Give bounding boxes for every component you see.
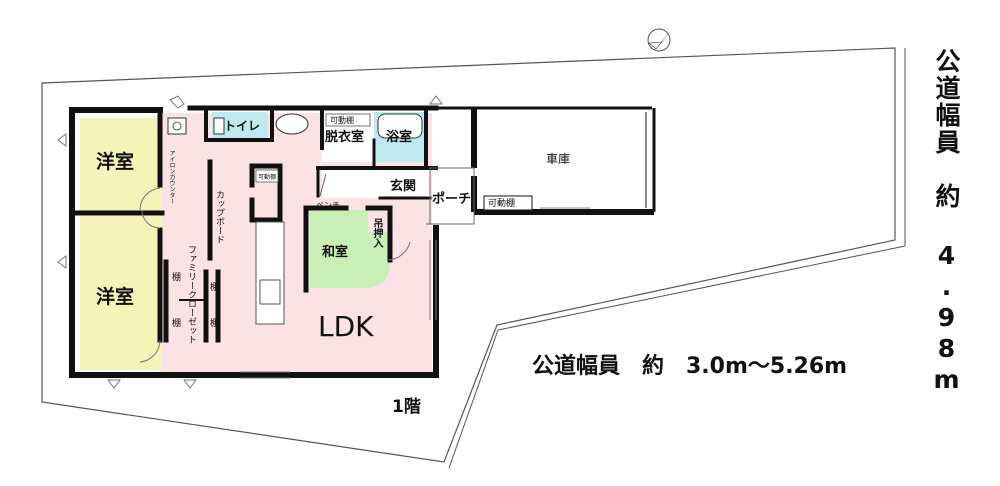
youshitsu-lower-floor — [80, 216, 162, 370]
youshitsu-upper-label: 洋室 — [96, 150, 134, 173]
kadoudana-top-label: 可動棚 — [330, 115, 354, 125]
washitsu-floor — [310, 210, 390, 288]
tana-2-label: 棚 — [170, 318, 180, 327]
tana-4-label: 棚 — [208, 318, 218, 327]
family-closet-label: ファミリークローゼット — [186, 245, 196, 344]
floor-label: 1階 — [392, 397, 421, 417]
toilet-label: トイレ — [224, 119, 260, 133]
genkan-label: 玄関 — [390, 178, 416, 194]
youshitsu-upper-floor — [80, 118, 162, 212]
shelf-kadoudana — [255, 113, 371, 183]
tana-3-label: 棚 — [208, 282, 218, 291]
yokushitsu-label: 浴室 — [386, 129, 412, 145]
datsuishitsu-label: 脱衣室 — [325, 129, 364, 145]
youshitsu-lower-label: 洋室 — [96, 285, 134, 308]
bench-label: ベンチ — [316, 201, 340, 210]
ldk-label: LDK — [318, 310, 374, 343]
toilet-icon — [213, 117, 225, 135]
road-width-right-label: 公道幅員 約 4.98m — [932, 48, 961, 396]
windows — [240, 240, 437, 379]
road-edge-bottom — [497, 245, 906, 331]
lot-boundary — [41, 47, 896, 463]
door-swing-icon — [57, 95, 443, 389]
kadoudana-small-label: 可動棚 — [258, 173, 276, 181]
tsurioshiire-label: 吊押入 — [371, 218, 382, 248]
road-edge-bottom-2 — [448, 329, 499, 469]
kitchen-counter — [255, 221, 285, 325]
tana-1-label: 棚 — [170, 272, 180, 281]
cupboard-label: カップボード — [214, 190, 224, 244]
shako-label: 車庫 — [546, 152, 570, 166]
washitsu-label: 和室 — [322, 244, 348, 260]
bathtub-icon — [377, 113, 423, 139]
sink-icon — [167, 117, 187, 135]
porch-label: ポーチ — [432, 191, 471, 207]
compass-icon — [647, 28, 671, 52]
porch-steps — [319, 167, 475, 225]
garage-floor — [475, 110, 653, 210]
ironing-counter-label: アイロンカウンター — [168, 150, 175, 204]
genkan-floor — [322, 168, 430, 198]
road-width-bottom-label: 公道幅員 約 3.0m～5.26m — [532, 354, 848, 379]
kadoudana-garage-label: 可動棚 — [488, 197, 515, 209]
washbasin-icon — [275, 113, 309, 135]
